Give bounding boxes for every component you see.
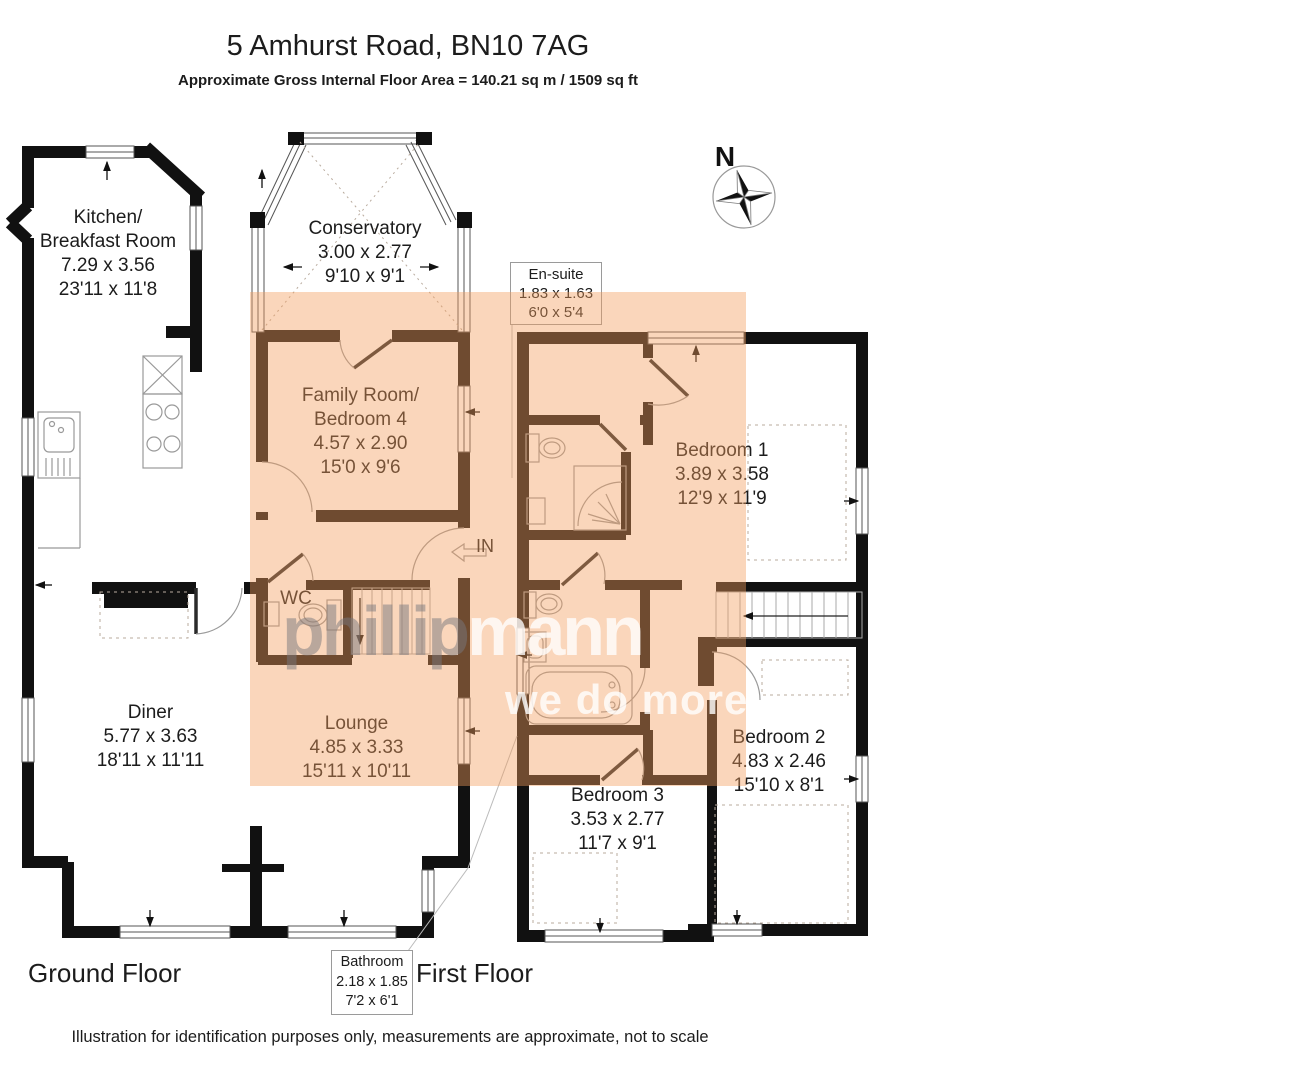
ground-floor-walls xyxy=(5,142,470,938)
room-name: Bedroom 1 xyxy=(675,440,769,461)
room-dim-imperial: 15'0 x 9'6 xyxy=(320,457,401,478)
room-name: WC xyxy=(280,588,312,609)
room-name: Bedroom 2 xyxy=(732,727,826,748)
entrance-label: IN xyxy=(476,536,494,556)
ground-floor-label: Ground Floor xyxy=(28,958,182,988)
room-name: Bathroom xyxy=(340,954,404,970)
room-dim-metric: 3.00 x 2.77 xyxy=(317,242,413,263)
bathroom-basin-icon xyxy=(523,631,547,663)
room-dim-metric: 4.57 x 2.90 xyxy=(313,433,408,454)
room-label-wc: WC xyxy=(272,587,320,611)
footer-disclaimer: Illustration for identification purposes… xyxy=(71,1028,709,1046)
room-dim-imperial: 15'10 x 8'1 xyxy=(733,775,825,796)
room-label-bedroom1: Bedroom 1 3.89 x 3.58 12'9 x 11'9 xyxy=(643,439,801,511)
room-label-lounge: Lounge 4.85 x 3.33 15'11 x 10'11 xyxy=(274,712,439,784)
room-label-family-room: Family Room/ Bedroom 4 4.57 x 2.90 15'0 … xyxy=(278,384,443,480)
room-dim-metric: 5.77 x 3.63 xyxy=(103,726,198,747)
ensuite-basin-icon xyxy=(526,497,546,525)
room-name: Family Room/ Bedroom 4 xyxy=(301,385,420,430)
room-dim-imperial: 11'7 x 9'1 xyxy=(578,833,657,854)
room-dim-imperial: 7'2 x 6'1 xyxy=(345,993,399,1009)
callout-leader-lines xyxy=(407,320,518,952)
room-dim-metric: 4.85 x 3.33 xyxy=(309,737,404,758)
stairs-ground-icon xyxy=(351,587,431,655)
bathroom-toilet-icon xyxy=(523,591,563,619)
fixtures xyxy=(37,355,633,725)
room-label-diner: Diner 5.77 x 3.63 18'11 x 11'11 xyxy=(68,701,233,773)
room-label-bathroom: Bathroom 2.18 x 1.85 7'2 x 6'1 xyxy=(331,950,413,1015)
dimension-arrows xyxy=(34,160,860,934)
room-label-conservatory: Conservatory 3.00 x 2.77 9'10 x 9'1 xyxy=(283,217,447,289)
kitchen-sink-icon xyxy=(37,411,81,549)
room-dim-imperial: 9'10 x 9'1 xyxy=(324,266,406,287)
room-dim-metric: 3.89 x 3.58 xyxy=(674,464,770,485)
header: 5 Amhurst Road, BN10 7AG Approximate Gro… xyxy=(0,30,816,89)
room-dim-metric: 3.53 x 2.77 xyxy=(570,809,665,830)
room-label-kitchen: Kitchen/ Breakfast Room 7.29 x 3.56 23'1… xyxy=(27,206,189,302)
room-name: Kitchen/ Breakfast Room xyxy=(39,207,177,252)
room-dim-imperial: 18'11 x 11'11 xyxy=(96,750,205,771)
windows xyxy=(21,132,869,943)
room-dim-metric: 7.29 x 3.56 xyxy=(60,255,156,276)
entry-arrow-icon xyxy=(450,542,487,563)
compass-rose-icon: N xyxy=(712,141,776,229)
ensuite-toilet-icon xyxy=(525,433,566,463)
bathtub-icon xyxy=(525,665,633,725)
wc-toilet-icon xyxy=(298,599,342,631)
room-name: Diner xyxy=(127,702,174,723)
room-name: En-suite xyxy=(528,266,584,283)
compass-north-label: N xyxy=(715,141,735,172)
room-dim-imperial: 15'11 x 10'11 xyxy=(301,761,412,782)
room-label-bedroom3: Bedroom 3 3.53 x 2.77 11'7 x 9'1 xyxy=(535,784,700,856)
chimney-breast xyxy=(104,582,188,608)
room-dim-metric: 2.18 x 1.85 xyxy=(336,973,408,990)
kitchen-unit-icon xyxy=(142,355,183,395)
room-name: Bedroom 3 xyxy=(571,785,664,806)
stairs-first-icon xyxy=(715,591,863,639)
doors xyxy=(194,338,761,782)
page-title: 5 Amhurst Road, BN10 7AG xyxy=(226,30,590,62)
first-floor-partitions xyxy=(517,332,868,930)
dashed-guides xyxy=(99,141,849,924)
hob-icon xyxy=(142,393,183,469)
ground-floor-partitions xyxy=(222,580,470,872)
page-subtitle: Approximate Gross Internal Floor Area = … xyxy=(177,72,639,89)
room-name: Lounge xyxy=(324,713,389,734)
room-dim-imperial: 6'0 x 5'4 xyxy=(528,304,584,321)
room-dim-imperial: 23'11 x 11'8 xyxy=(58,279,158,300)
room-dim-metric: 1.83 x 1.63 xyxy=(518,285,594,302)
wc-basin-icon xyxy=(263,601,280,627)
room-label-bedroom2: Bedroom 2 4.83 x 2.46 15'10 x 8'1 xyxy=(698,726,860,798)
first-floor-label: First Floor xyxy=(416,958,533,988)
shower-icon xyxy=(573,465,627,531)
room-name: Conservatory xyxy=(308,218,422,239)
room-label-ensuite: En-suite 1.83 x 1.63 6'0 x 5'4 xyxy=(510,262,602,325)
room-dim-imperial: 12'9 x 11'9 xyxy=(677,488,767,509)
room-dim-metric: 4.83 x 2.46 xyxy=(731,751,827,772)
